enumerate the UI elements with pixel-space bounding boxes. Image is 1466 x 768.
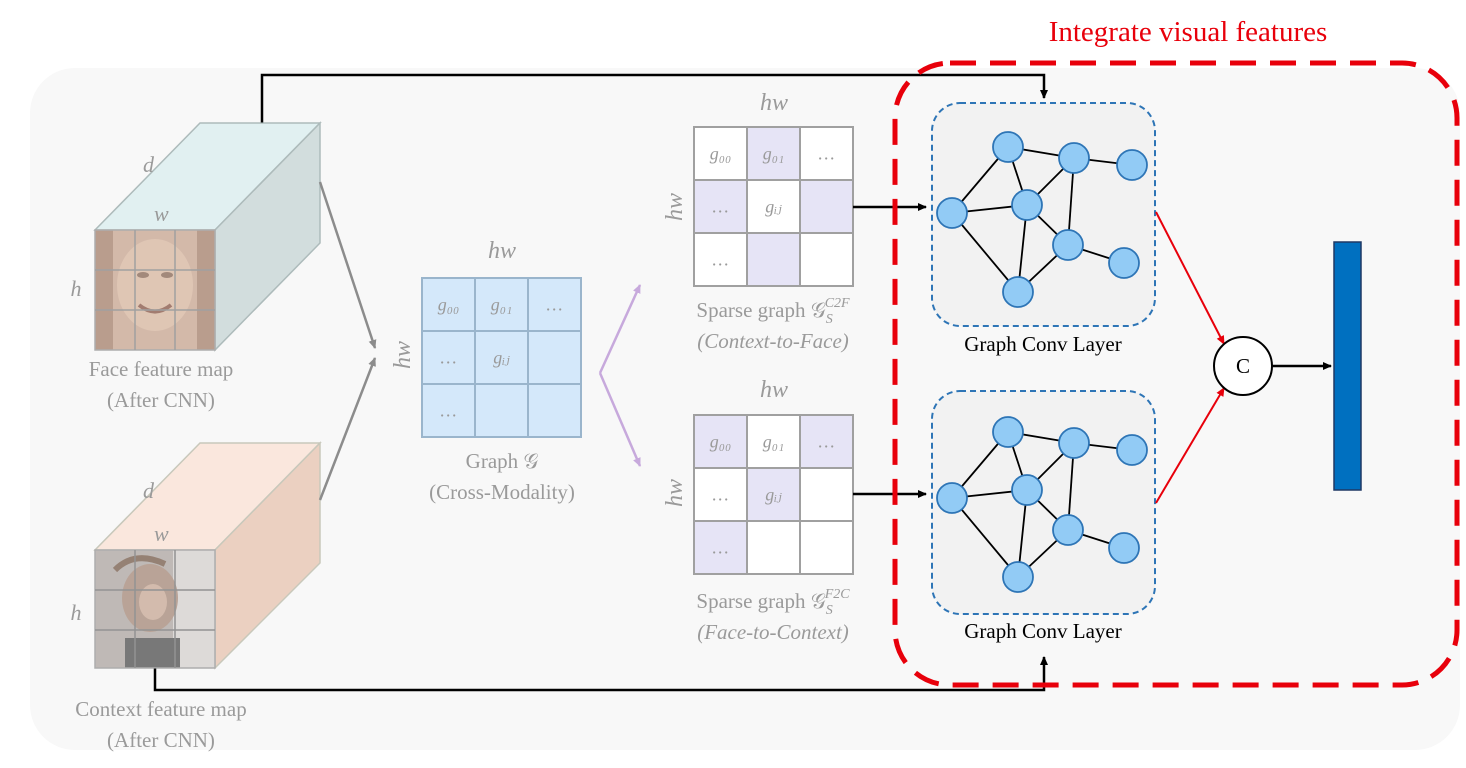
matrix-cell-label: … — [818, 432, 834, 452]
context-caption-line1: Context feature map — [75, 697, 246, 721]
matrix-cell-label: … — [818, 144, 834, 164]
gcn-node — [1108, 532, 1140, 564]
gcn-top-label: Graph Conv Layer — [964, 332, 1121, 356]
gcn-node — [1116, 149, 1148, 181]
context-to-graph-arrow — [318, 357, 377, 501]
gcn-edge — [951, 497, 1019, 578]
matrix-cell — [693, 126, 748, 181]
matrix-cell-label: … — [546, 295, 562, 315]
matrix-cell — [527, 330, 582, 385]
c2f-caption-line2: (Context-to-Face) — [697, 329, 849, 353]
graph-caption-line2: (Cross-Modality) — [429, 480, 575, 504]
matrix-cell — [693, 467, 748, 522]
gcn-top-to-concat-arrow — [1155, 211, 1225, 345]
gcn-graph-top — [936, 131, 1148, 308]
face-dim-h: h — [71, 276, 82, 301]
context-feature-cube — [93, 441, 322, 670]
f2c-matrix: g₀₀ g₀₁ … … gᵢⱼ … — [693, 414, 854, 575]
graph-matrix: g₀₀ g₀₁ … … gᵢⱼ … — [421, 277, 582, 438]
output-feature-bar — [1333, 241, 1362, 491]
f2c-top-label: hw — [760, 377, 788, 403]
matrix-cell — [799, 467, 854, 522]
matrix-cell-label: … — [712, 197, 728, 217]
gcn-box-top — [931, 102, 1156, 327]
matrix-cell — [527, 277, 582, 332]
gcn-node — [1052, 514, 1084, 546]
context-dim-w: w — [154, 521, 169, 546]
gcn-node — [1108, 247, 1140, 279]
gcn-node — [1116, 434, 1148, 466]
face-feature-cube — [93, 121, 322, 352]
f2c-caption-line2: (Face-to-Context) — [697, 620, 849, 644]
c2f-matrix: g₀₀ g₀₁ … … gᵢⱼ … — [693, 126, 854, 287]
matrix-cell-label: g₀₀ — [710, 432, 732, 452]
matrix-cell-label: gᵢⱼ — [493, 348, 510, 368]
context-to-gcn-arrow — [153, 656, 1048, 692]
face-caption-line1: Face feature map — [89, 357, 234, 381]
c2f-side-label: hw — [662, 193, 688, 221]
graph-top-label: hw — [488, 238, 516, 264]
matrix-cell-label: g₀₀ — [438, 295, 460, 315]
gcn-node — [936, 197, 968, 229]
matrix-cell — [693, 179, 748, 234]
gcn-node — [1011, 474, 1043, 506]
matrix-cell — [799, 179, 854, 234]
matrix-cell — [746, 126, 801, 181]
f2c-side-label: hw — [662, 479, 688, 507]
gcn-node — [1002, 561, 1034, 593]
gcn-node — [1058, 427, 1090, 459]
gcn-node — [992, 416, 1024, 448]
c2f-caption-line1: Sparse graph 𝒢SC2F — [696, 296, 850, 327]
region-title: Integrate visual features — [1049, 16, 1328, 48]
gcn-node — [1011, 189, 1043, 221]
matrix-cell — [421, 383, 476, 438]
gcn-node — [1002, 276, 1034, 308]
matrix-cell-label: … — [712, 538, 728, 558]
context-caption-line2: (After CNN) — [107, 728, 215, 752]
face-to-graph-arrow — [318, 181, 377, 349]
gcn-node — [936, 482, 968, 514]
f2c-caption-line1: Sparse graph 𝒢SF2C — [696, 587, 850, 618]
matrix-cell — [746, 232, 801, 287]
integrate-region — [892, 60, 1460, 688]
face-to-gcn-arrow — [260, 73, 1048, 123]
face-caption-line2: (After CNN) — [107, 388, 215, 412]
matrix-cell-label: … — [712, 250, 728, 270]
matrix-cell-label: … — [440, 401, 456, 421]
gcn-bottom-to-concat-arrow — [1155, 387, 1225, 504]
matrix-cell-label: gᵢⱼ — [765, 197, 782, 217]
matrix-cell — [474, 330, 529, 385]
matrix-cell-label: g₀₁ — [763, 432, 785, 452]
gcn-edge — [951, 212, 1019, 293]
context-dim-h: h — [71, 600, 82, 625]
graph-to-c2f-arrow — [598, 284, 642, 374]
matrix-cell — [693, 520, 748, 575]
face-dim-w: w — [154, 201, 169, 226]
matrix-cell-label: … — [440, 348, 456, 368]
gcn-node — [1052, 229, 1084, 261]
face-dim-d: d — [143, 152, 155, 177]
gcn-bottom-label: Graph Conv Layer — [964, 619, 1121, 643]
gcn-graph-bottom — [936, 416, 1148, 593]
matrix-cell — [799, 232, 854, 287]
gcn-node — [1058, 142, 1090, 174]
graph-side-label: hw — [390, 341, 416, 369]
concat-label: C — [1236, 354, 1250, 378]
context-dim-d: d — [143, 478, 155, 503]
c2f-top-label: hw — [760, 90, 788, 116]
matrix-cell-label: g₀₀ — [710, 144, 732, 164]
gcn-node — [992, 131, 1024, 163]
graph-to-f2c-arrow — [598, 372, 642, 467]
matrix-cell-label: … — [712, 485, 728, 505]
matrix-cell — [421, 277, 476, 332]
matrix-cell — [799, 520, 854, 575]
matrix-cell — [474, 383, 529, 438]
graph-caption-line1: Graph 𝒢 — [466, 449, 539, 473]
matrix-cell — [746, 520, 801, 575]
matrix-cell-label: g₀₁ — [763, 144, 785, 164]
matrix-cell-label: gᵢⱼ — [765, 485, 782, 505]
matrix-cell — [527, 383, 582, 438]
matrix-cell-label: g₀₁ — [491, 295, 513, 315]
